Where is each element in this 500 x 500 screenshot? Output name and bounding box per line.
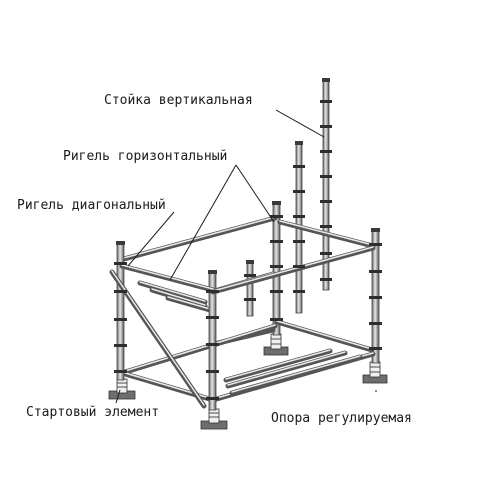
label-horizontal-ledger: Ригель горизонтальный: [63, 149, 227, 164]
label-diagonal-brace: Ригель диагональный: [17, 198, 166, 213]
leader-lines: [115, 109, 377, 404]
loose-ledgers-left-highlight: [139, 281, 211, 310]
loose-ledgers-left: [137, 280, 213, 313]
labels: Стойка вертикальная Ригель горизонтальны…: [17, 93, 412, 426]
front-top-ledgers: [119, 245, 376, 295]
label-starter-element: Стартовый элемент: [26, 405, 159, 420]
base-plate-front-left: [108, 378, 136, 400]
label-adjustable-base: Опора регулируемая: [271, 411, 412, 426]
base-plates: [108, 333, 388, 430]
base-plate-front-right: [200, 408, 228, 430]
loose-ledgers-right: [223, 348, 363, 396]
post-caps: [116, 78, 380, 274]
diagonal-brace: [109, 269, 207, 409]
short-post-center: [246, 261, 254, 317]
base-plate-back-right: [362, 361, 388, 384]
base-plate-back-left: [263, 333, 289, 356]
loose-ledgers-right-highlight: [225, 349, 361, 393]
rosettes: [114, 100, 382, 400]
label-vertical-post: Стойка вертикальная: [104, 93, 253, 108]
front-top-ledgers-highlight: [121, 246, 374, 292]
